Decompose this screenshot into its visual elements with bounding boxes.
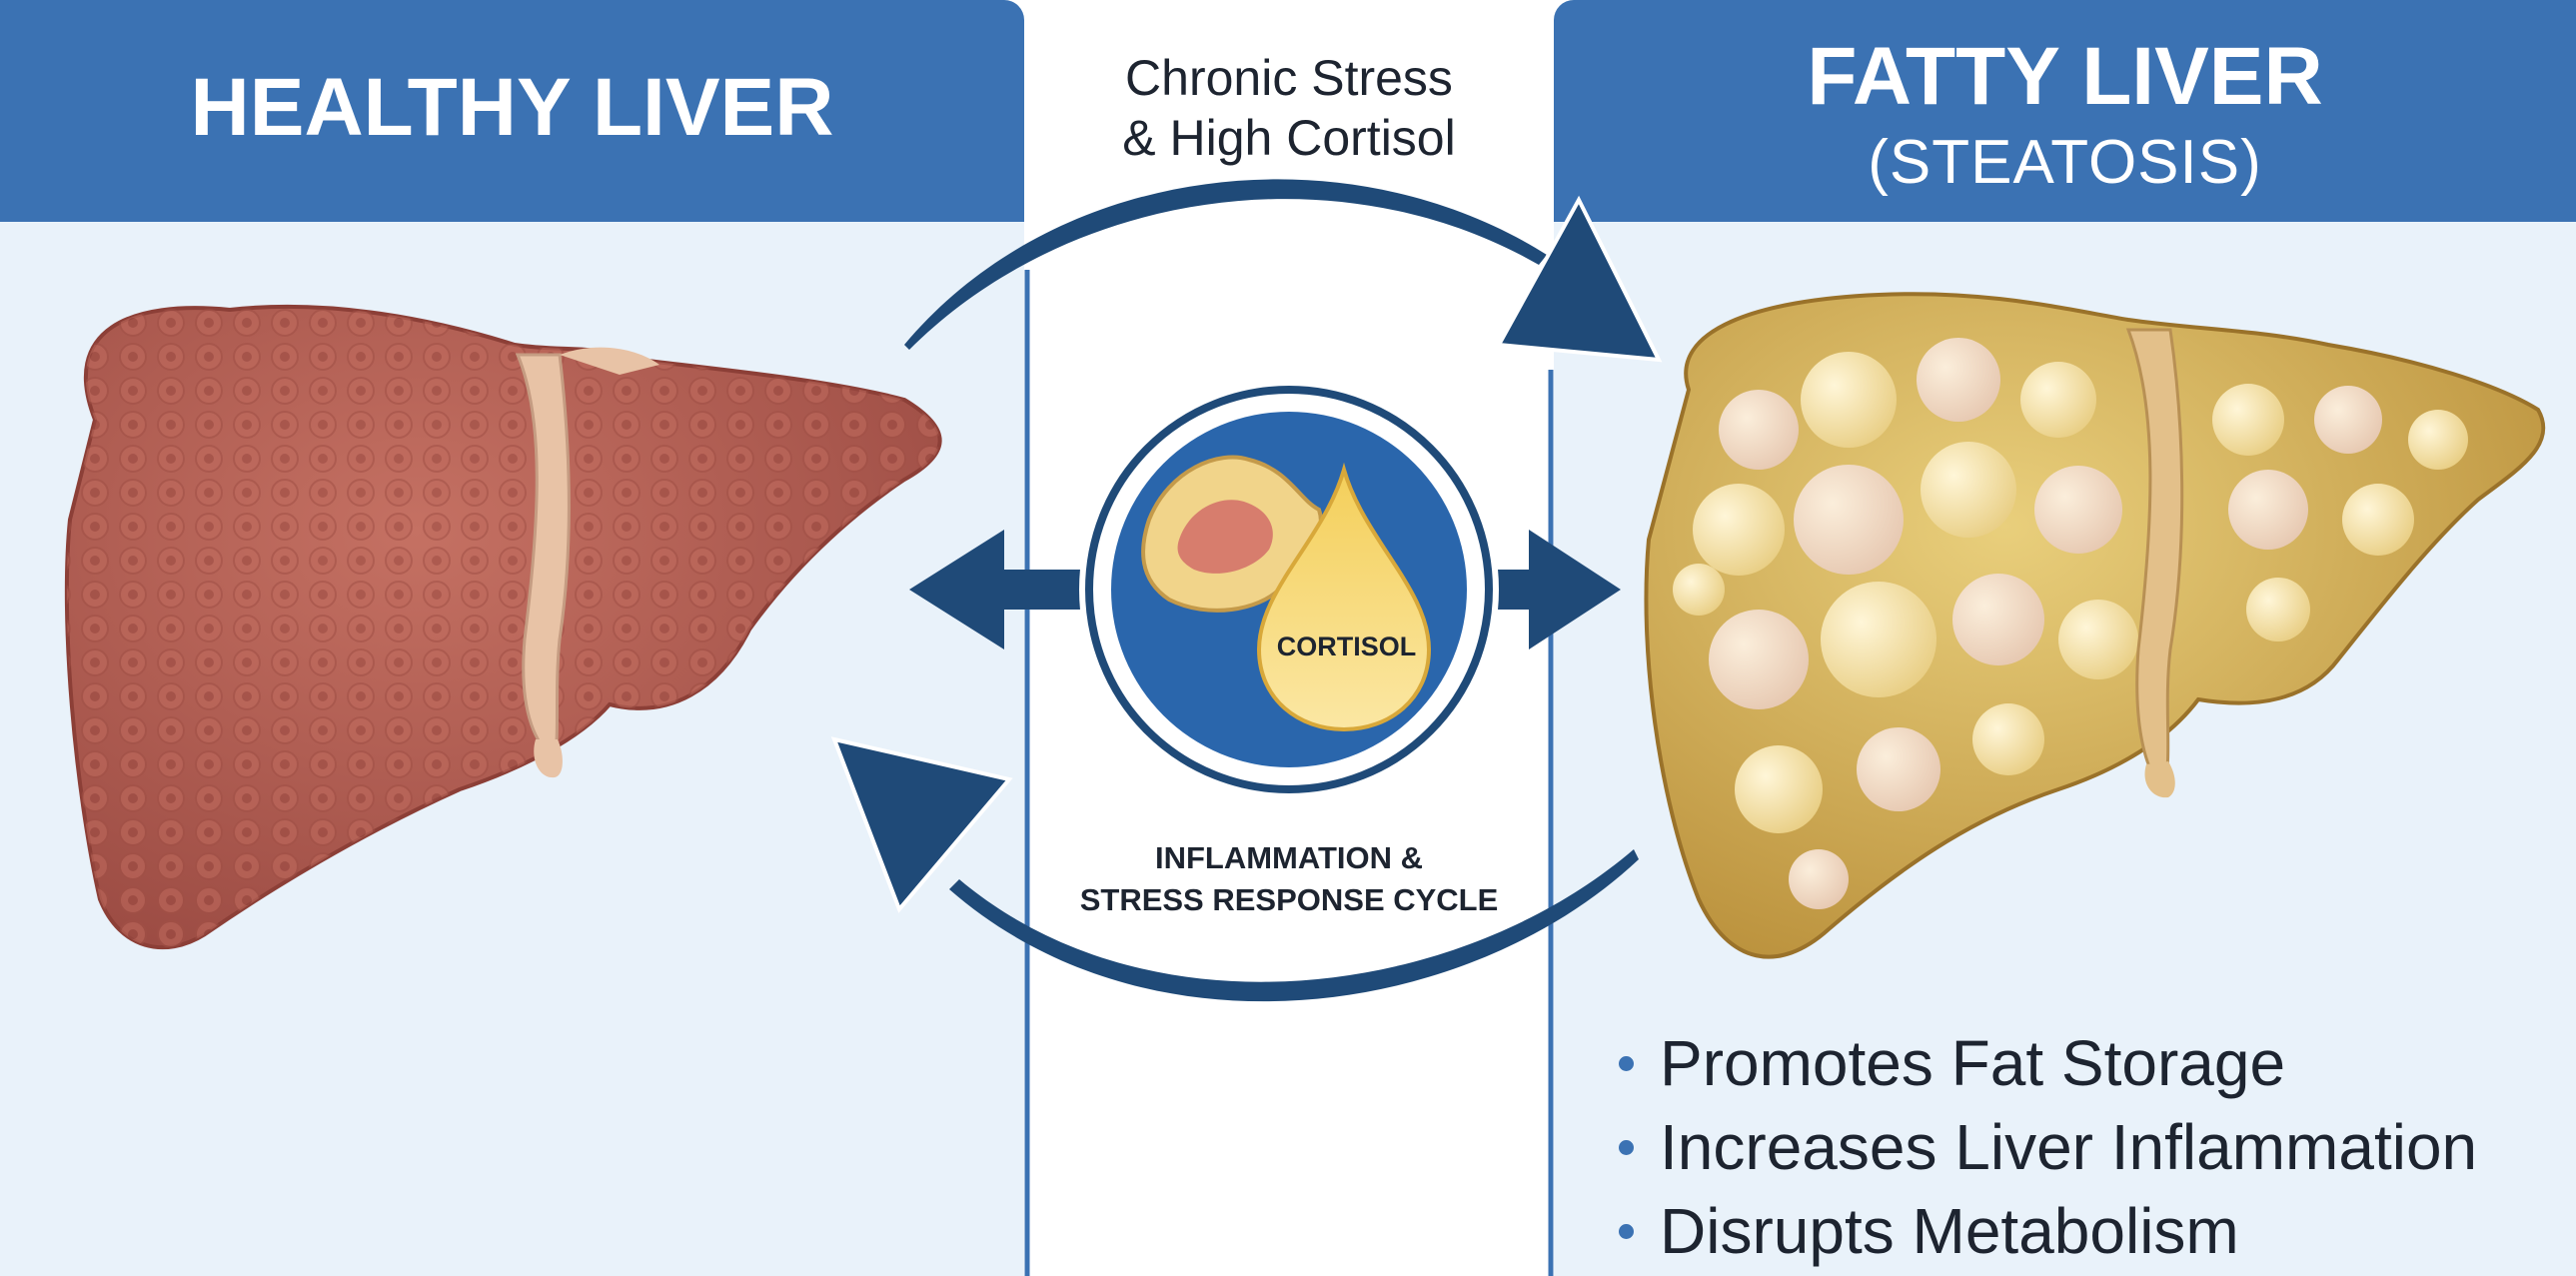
top-cycle-arrow	[904, 179, 1663, 363]
fatty-liver-illustration	[1644, 292, 2546, 959]
top-arrow-label: Chronic Stress & High Cortisol	[1024, 48, 1554, 168]
cortisol-badge	[1079, 380, 1499, 799]
cortisol-drop-label: CORTISOL	[1276, 632, 1417, 661]
top-arrow-label-line-2: & High Cortisol	[1122, 110, 1456, 166]
fatty-liver-title: FATTY LIVER	[1807, 31, 2323, 122]
healthy-liver-title: HEALTHY LIVER	[190, 62, 834, 153]
effect-item: Promotes Fat Storage	[1619, 1021, 2477, 1105]
bottom-cycle-arrow	[830, 736, 1639, 1002]
fatty-liver-header: FATTY LIVER (STEATOSIS)	[1554, 0, 2576, 222]
healthy-liver-header: HEALTHY LIVER	[0, 0, 1024, 222]
bottom-arrow-label: INFLAMMATION & STRESS RESPONSE CYCLE	[1024, 837, 1554, 921]
effect-text: Disrupts Metabolism	[1660, 1195, 2239, 1267]
effect-text: Promotes Fat Storage	[1660, 1027, 2286, 1099]
effect-item: Disrupts Metabolism	[1619, 1189, 2477, 1273]
top-arrow-label-line-1: Chronic Stress	[1125, 50, 1453, 106]
adrenal-gland-icon	[1141, 455, 1323, 613]
fatty-liver-subtitle: (STEATOSIS)	[1868, 128, 2262, 197]
bottom-arrow-label-line-2: STRESS RESPONSE CYCLE	[1079, 882, 1499, 917]
bullet-icon	[1619, 1055, 1634, 1071]
bullet-icon	[1619, 1139, 1634, 1155]
right-arrow	[1489, 530, 1621, 649]
effect-item: Increases Liver Inflammation	[1619, 1105, 2477, 1189]
healthy-liver-illustration	[64, 304, 942, 950]
bottom-arrow-label-line-1: INFLAMMATION &	[1154, 840, 1424, 875]
bullet-icon	[1619, 1223, 1634, 1239]
effect-text: Increases Liver Inflammation	[1660, 1111, 2478, 1183]
left-arrow	[909, 530, 1084, 649]
effects-list: Promotes Fat Storage Increases Liver Inf…	[1619, 1021, 2477, 1273]
cortisol-drop-icon	[1256, 462, 1432, 732]
